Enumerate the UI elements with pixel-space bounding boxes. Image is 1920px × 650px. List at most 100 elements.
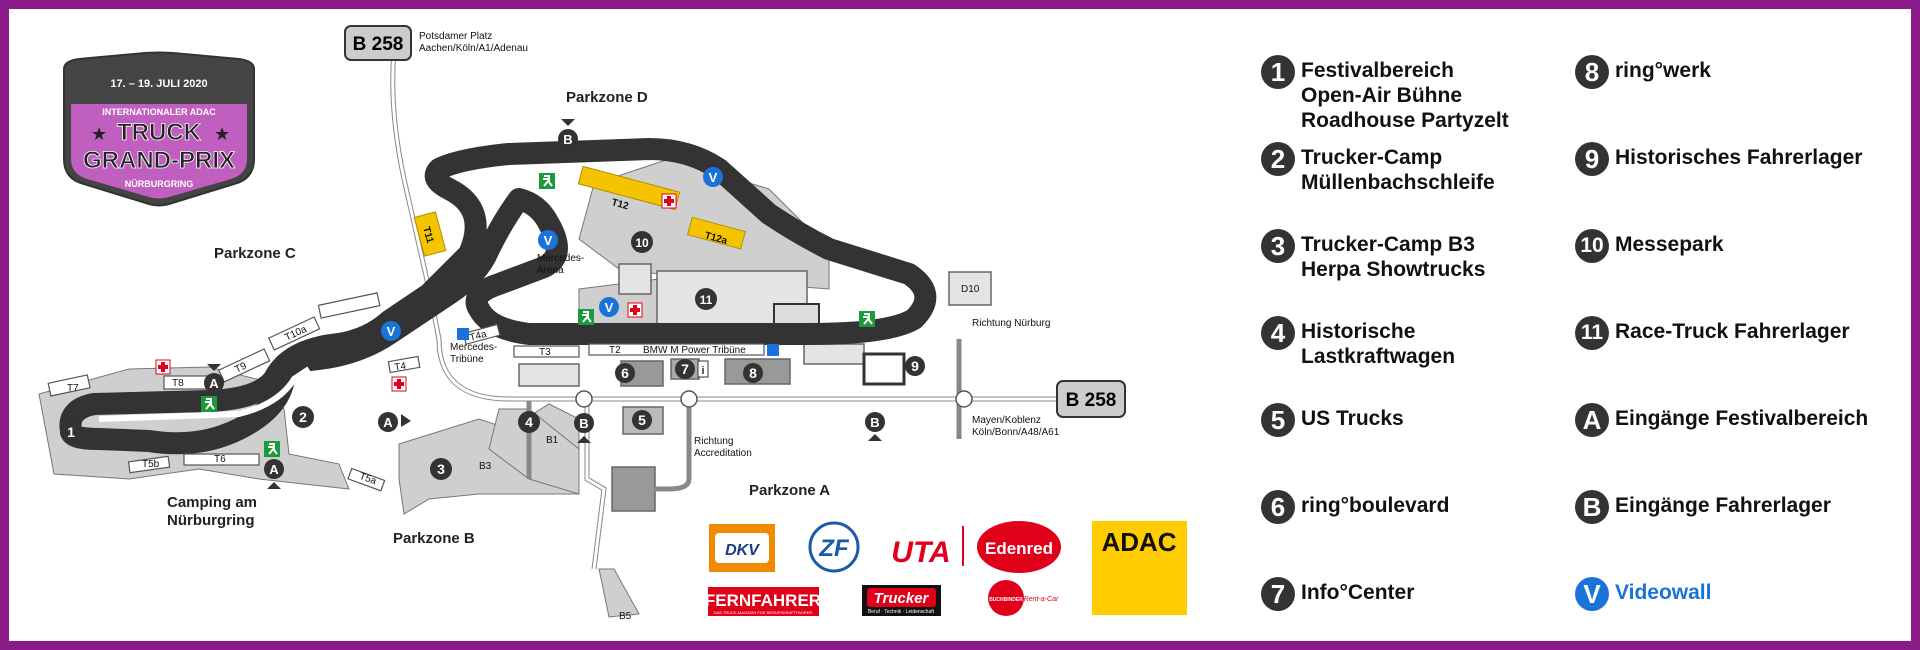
legend-item-11: 11 Race-Truck Fahrerlager (1575, 316, 1850, 350)
mercedes-arena-label-2: Arena (537, 265, 564, 276)
tribune-t9: T8 (172, 378, 184, 389)
marker-5: 5 (638, 412, 646, 428)
tribune-outlines (47, 292, 765, 492)
marker-3: 3 (437, 461, 445, 477)
star-icon: ★ (214, 124, 230, 144)
legend-item-4: 4 Historische Lastkraftwagen (1261, 316, 1455, 369)
b258-north-dest1: Potsdamer Platz (419, 31, 492, 42)
parkzone-c: Parkzone C (214, 245, 296, 262)
legend-item-2: 2 Trucker-Camp Müllenbachschleife (1261, 142, 1495, 195)
entrance-b-2: B (579, 416, 588, 431)
tribunes-yellow (413, 165, 746, 257)
legend-label: US Trucks (1301, 407, 1404, 430)
legend-badge: 2 (1261, 142, 1295, 176)
richtung-accreditation-1: Richtung (694, 436, 733, 447)
svg-text:Rent-a-Car: Rent-a-Car (1024, 596, 1059, 603)
uta-logo: UTA (891, 526, 964, 569)
svg-text:Beruf · Technik · Leidenschaft: Beruf · Technik · Leidenschaft (868, 609, 935, 615)
legend-item-9: 9 Historisches Fahrerlager (1575, 142, 1862, 176)
legend-item-v: V Videowall (1575, 577, 1711, 611)
tribune-t4: T3 (539, 347, 551, 358)
parkzone-a: Parkzone A (749, 482, 830, 499)
legend-item-8: 8 ring°werk (1575, 55, 1711, 89)
legend-badge: A (1575, 403, 1609, 437)
videowall-2: V (544, 233, 553, 248)
entrance-a-2: A (383, 415, 393, 430)
legend-item-b: B Eingänge Fahrerlager (1575, 490, 1831, 524)
circuit-map: T7 T8 T9 T10a T5b T6 T5a T4 T4a T3 T2 BM… (38, 25, 1187, 622)
b258-sign-north: B 258 (344, 25, 412, 61)
fernfahrer-logo: FERNFAHRER DAS TRUCK-MAGAZIN FÜR BERUFSK… (705, 587, 821, 616)
svg-text:UTA: UTA (891, 536, 950, 569)
svg-text:ADAC: ADAC (1101, 527, 1176, 557)
adac-logo: ADAC (1092, 521, 1187, 615)
event-date: 17. – 19. JULI 2020 (110, 78, 207, 90)
marker-7: 7 (681, 361, 689, 377)
area-labels: B1 B3 B5 D10 Mercedes- Arena Mercedes- T… (419, 31, 1060, 622)
legend-badge: 9 (1575, 142, 1609, 176)
marker-8: 8 (749, 365, 757, 381)
camping-line2: Nürburgring (167, 512, 255, 529)
tribune-t12: T12 (610, 197, 630, 212)
zf-logo: ZF (808, 521, 860, 573)
legend-badge: 10 (1575, 229, 1609, 263)
tribune-t6: T6 (214, 454, 226, 465)
tribune-t4a: T4a (468, 329, 488, 344)
legend-label: Messepark (1615, 233, 1724, 256)
legend-badge: 4 (1261, 316, 1295, 350)
trucker-logo: Trucker Beruf · Technik · Leidenschaft (862, 585, 941, 616)
tribune-t10a: T9 (233, 360, 249, 375)
marker-4: 4 (525, 414, 533, 430)
legend-label: Trucker-Camp B3 Herpa Showtrucks (1301, 233, 1486, 281)
event-logo: 17. – 19. JULI 2020 INTERNATIONALER ADAC… (63, 51, 255, 207)
legend-badge: 1 (1261, 55, 1295, 89)
legend-item-1: 1 Festivalbereich Open-Air Bühne Roadhou… (1261, 55, 1509, 133)
b258-sign-east: B 258 (1056, 380, 1126, 418)
legend-label: ring°werk (1615, 59, 1711, 82)
legend-badge: 3 (1261, 229, 1295, 263)
track-inner-loop (98, 366, 311, 422)
legend-badge: V (1575, 577, 1609, 611)
camping-line1: Camping am (167, 494, 257, 511)
mercedes-tribune-label-1: Mercedes- (450, 342, 497, 353)
svg-text:DAS TRUCK-MAGAZIN FÜR BERUFSKR: DAS TRUCK-MAGAZIN FÜR BERUFSKRAFTFAHRER (714, 610, 813, 615)
videowall-markers: V V V V (381, 167, 723, 341)
disabled-access-icons (457, 328, 779, 356)
info-icon (697, 360, 709, 378)
marker-2: 2 (299, 409, 307, 425)
race-track (59, 138, 937, 455)
legend-label: Historisches Fahrerlager (1615, 146, 1863, 169)
svg-text:DKV: DKV (725, 542, 760, 559)
svg-text:i: i (701, 365, 704, 377)
entrance-a-1: A (209, 376, 219, 391)
richtung-accreditation-2: Accreditation (694, 448, 752, 459)
sponsor-logos: DKV ZF UTA Edenred ADAC FERNFAHRER DAS T… (705, 521, 1187, 616)
legend-label: Videowall (1615, 581, 1712, 604)
parkzone-d: Parkzone D (566, 89, 648, 106)
event-line3: GRAND-PRIX (83, 147, 235, 174)
richtung-nuerburg: Richtung Nürburg (972, 318, 1050, 329)
legend-badge: 5 (1261, 403, 1295, 437)
area-b3: B3 (479, 461, 492, 472)
tribune-t8: T7 (67, 383, 79, 394)
svg-text:BUCHBINDER: BUCHBINDER (989, 597, 1023, 603)
legend-label: Festivalbereich Open-Air Bühne Roadhouse… (1301, 59, 1509, 132)
entrance-b-3: B (870, 415, 879, 430)
road-nodes (575, 390, 973, 408)
svg-text:B 258: B 258 (353, 34, 404, 55)
tribune-t11: T11 (420, 225, 435, 244)
videowall-3: V (605, 300, 614, 315)
svg-text:B 258: B 258 (1066, 390, 1117, 411)
marker-10: 10 (635, 236, 649, 250)
legend-item-a: A Eingänge Festivalbereich (1575, 403, 1868, 437)
parkzone-b: Parkzone B (393, 530, 475, 547)
star-icon: ★ (91, 124, 107, 144)
svg-text:ZF: ZF (818, 535, 850, 562)
mercedes-arena-label-1: Mercedes- (537, 253, 584, 264)
area-d10: D10 (961, 284, 980, 295)
b258-east-dest2: Köln/Bonn/A48/A61 (972, 427, 1060, 438)
dkv-logo: DKV (709, 524, 775, 572)
legend-badge: 7 (1261, 577, 1295, 611)
legend-label: Eingänge Fahrerlager (1615, 494, 1831, 517)
area-b5: B5 (619, 611, 632, 622)
